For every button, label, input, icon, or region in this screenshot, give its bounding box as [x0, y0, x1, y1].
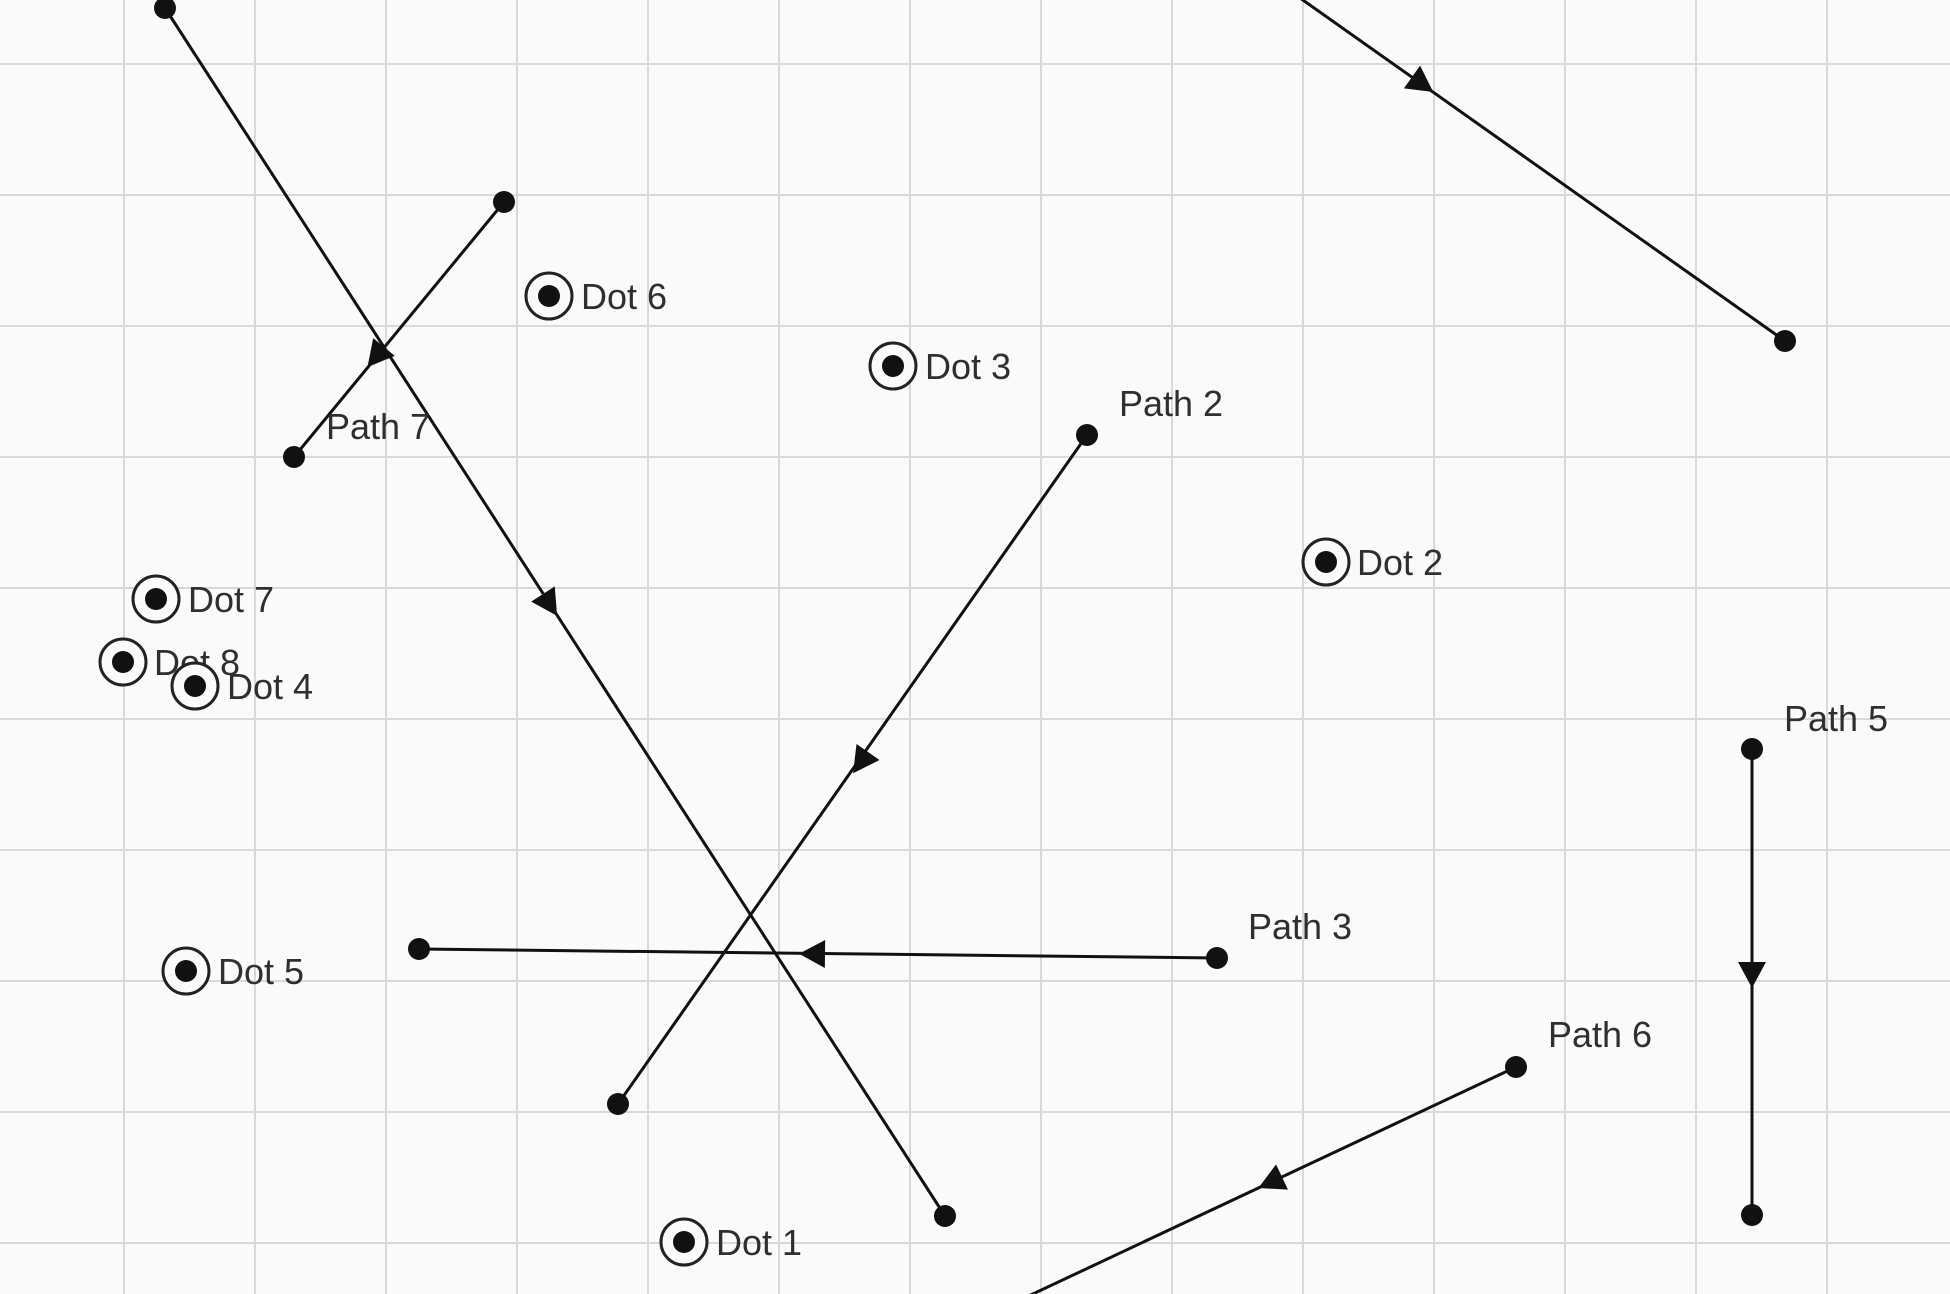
arrowhead-icon — [799, 940, 826, 968]
dot-8[interactable]: Dot 8 — [98, 637, 240, 687]
path-4[interactable] — [1300, 0, 1796, 352]
arrowhead-icon — [1258, 1164, 1288, 1190]
endpoint-dot-icon[interactable] — [493, 191, 515, 213]
target-dot-core — [175, 960, 197, 982]
path-5[interactable]: Path 5 — [1738, 698, 1888, 1226]
endpoint-dot-icon[interactable] — [1774, 330, 1796, 352]
path-1[interactable] — [154, 0, 956, 1227]
endpoint-dot-icon[interactable] — [934, 1205, 956, 1227]
arrowhead-icon — [1738, 962, 1766, 988]
dot-7[interactable]: Dot 7 — [131, 574, 274, 624]
path-label: Path 6 — [1548, 1014, 1652, 1055]
dot-4[interactable]: Dot 4 — [170, 661, 313, 711]
path-label: Path 2 — [1119, 383, 1223, 424]
dot-label: Dot 3 — [925, 346, 1011, 387]
target-dot-core — [145, 588, 167, 610]
endpoint-dot-icon[interactable] — [1505, 1056, 1527, 1078]
target-dot-core — [673, 1231, 695, 1253]
path-label: Path 5 — [1784, 698, 1888, 739]
endpoint-dot-icon[interactable] — [1741, 1204, 1763, 1226]
arrowhead-icon — [853, 743, 880, 774]
target-dot-core — [184, 675, 206, 697]
path-3[interactable]: Path 3 — [408, 906, 1352, 969]
target-dot-core — [538, 285, 560, 307]
endpoint-dot-icon[interactable] — [154, 0, 176, 19]
dot-label: Dot 7 — [188, 579, 274, 620]
endpoint-dot-icon[interactable] — [1076, 424, 1098, 446]
endpoint-dot-icon[interactable] — [1741, 738, 1763, 760]
path-2[interactable]: Path 2 — [607, 383, 1223, 1115]
dot-6[interactable]: Dot 6 — [524, 271, 667, 321]
dot-1[interactable]: Dot 1 — [659, 1217, 802, 1267]
dot-5[interactable]: Dot 5 — [161, 946, 304, 996]
dot-label: Dot 6 — [581, 276, 667, 317]
path-2-line[interactable] — [616, 434, 1089, 1105]
dot-2[interactable]: Dot 2 — [1301, 537, 1443, 587]
dot-label: Dot 1 — [716, 1222, 802, 1263]
path-4-line[interactable] — [1300, 0, 1786, 343]
dot-3[interactable]: Dot 3 — [868, 341, 1011, 391]
target-dot-core — [112, 651, 134, 673]
dot-label: Dot 4 — [227, 666, 313, 707]
endpoint-dot-icon[interactable] — [283, 446, 305, 468]
arrowhead-icon — [367, 338, 395, 368]
target-dot-core — [1315, 551, 1337, 573]
endpoint-dot-icon[interactable] — [1206, 947, 1228, 969]
path-7[interactable]: Path 7 — [283, 191, 515, 468]
endpoint-dot-icon[interactable] — [607, 1093, 629, 1115]
path-6[interactable]: Path 6 — [1020, 1014, 1652, 1294]
arrowhead-icon — [531, 586, 558, 616]
target-dot-core — [882, 355, 904, 377]
path-7-line[interactable] — [292, 201, 506, 458]
endpoint-dot-icon[interactable] — [408, 938, 430, 960]
dot-label: Dot 5 — [218, 951, 304, 992]
path-label: Path 3 — [1248, 906, 1352, 947]
path-label: Path 7 — [326, 406, 430, 447]
arrowhead-icon — [1403, 65, 1434, 93]
dot-label: Dot 2 — [1357, 542, 1443, 583]
